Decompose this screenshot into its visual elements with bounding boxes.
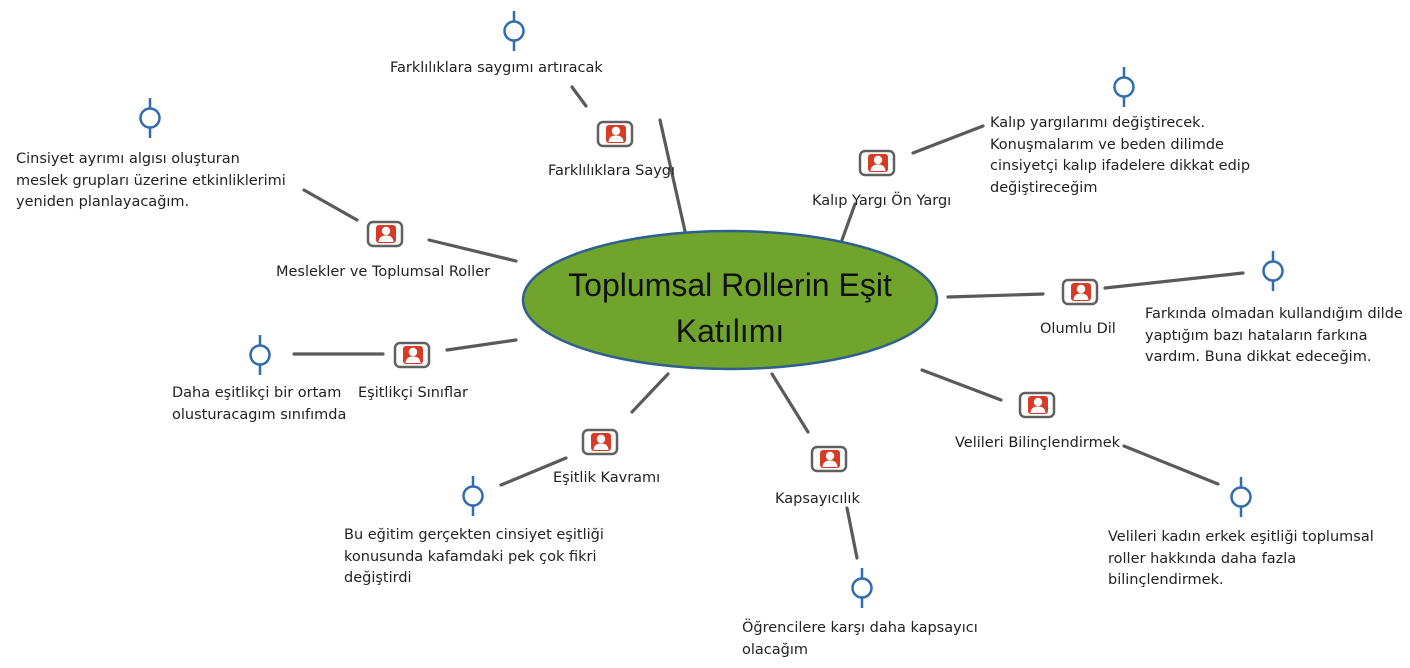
- node-label-velileri[interactable]: Velileri Bilinçlendirmek: [955, 435, 1121, 451]
- central-topic-ellipse[interactable]: [521, 229, 939, 371]
- pin-icon: [462, 476, 484, 516]
- person-card-icon[interactable]: [581, 428, 619, 456]
- person-card-icon[interactable]: [393, 341, 431, 369]
- connector-line: [845, 506, 859, 560]
- note-text-meslekler: Cinsiyet ayrımı algısı oluşturan meslek …: [16, 151, 286, 210]
- connector-line: [770, 372, 810, 434]
- person-card-icon[interactable]: [1018, 391, 1056, 419]
- connector-line: [920, 368, 1003, 402]
- note-text-velileri: Velileri kadın erkek eşitliği toplumsal …: [1108, 529, 1374, 588]
- note-pins: [139, 11, 1284, 608]
- node-label-kapsayicilik[interactable]: Kapsayıcılık: [775, 491, 860, 507]
- connector-line: [302, 188, 359, 222]
- central-topic-title[interactable]: Toplumsal Rollerin Eşit Katılımı: [568, 267, 892, 349]
- person-card-icon[interactable]: [596, 120, 634, 148]
- node-icons: [366, 120, 1099, 473]
- connector-line: [630, 372, 670, 414]
- connector-line: [445, 338, 518, 352]
- pin-icon: [249, 335, 271, 375]
- connector-line: [1122, 444, 1220, 486]
- connector-line: [946, 292, 1045, 299]
- connector-line: [658, 118, 689, 242]
- connector-line: [840, 202, 857, 242]
- note-text-kapsayicilik: Öğrencilere karşı daha kapsayıcı olacağı…: [742, 620, 978, 658]
- node-label-meslekler[interactable]: Meslekler ve Toplumsal Roller: [276, 264, 491, 280]
- node-label-olumlu-dil[interactable]: Olumlu Dil: [1040, 321, 1116, 337]
- note-text-kalip-yargi: Kalıp yargılarımı değiştirecek. Konuşmal…: [990, 115, 1251, 196]
- note-text-farkliliklara-saygi: Farklılıklara saygımı artıracak: [390, 60, 603, 76]
- pin-icon: [503, 11, 525, 51]
- pin-icon: [851, 568, 873, 608]
- node-label-kalip-yargi[interactable]: Kalıp Yargı Ön Yargı: [812, 193, 952, 209]
- connector-lines: [292, 85, 1245, 560]
- pin-icon: [139, 98, 161, 138]
- pin-icon: [1262, 251, 1284, 291]
- connector-line: [499, 456, 568, 487]
- pin-icon: [1113, 67, 1135, 107]
- node-label-farkliliklara-saygi[interactable]: Farklılıklara Saygı: [548, 163, 676, 179]
- pin-icon: [1230, 477, 1252, 517]
- node-label-esitlikci-siniflar[interactable]: Eşitlikçi Sınıflar: [358, 385, 468, 401]
- note-text-esitlik-kavrami: Bu eğitim gerçekten cinsiyet eşitliği ko…: [344, 527, 604, 586]
- person-card-icon[interactable]: [1061, 278, 1099, 306]
- connector-line: [1103, 271, 1245, 290]
- connector-line: [427, 238, 518, 263]
- person-card-icon[interactable]: [366, 220, 404, 248]
- node-label-esitlik-kavrami[interactable]: Eşitlik Kavramı: [553, 470, 661, 486]
- person-card-icon[interactable]: [810, 445, 848, 473]
- connector-line: [911, 124, 985, 155]
- note-text-olumlu-dil: Farkında olmadan kullandığım dilde yaptı…: [1145, 306, 1403, 365]
- note-text-esitlikci-siniflar: Daha eşitlikçi bir ortam olusturacagım s…: [172, 385, 347, 423]
- person-card-icon[interactable]: [858, 149, 896, 177]
- connector-line: [570, 85, 588, 108]
